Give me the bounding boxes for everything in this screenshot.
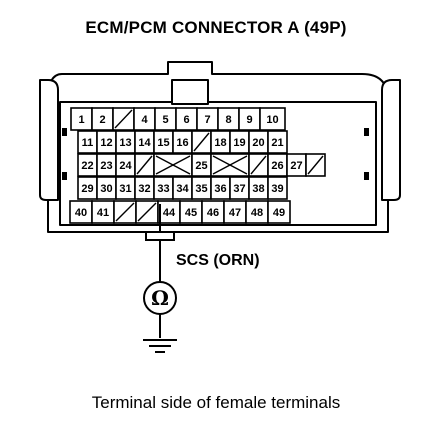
terminal-number: 19 (233, 137, 245, 149)
terminal-number: 12 (100, 137, 112, 149)
terminal-number: 26 (271, 160, 283, 172)
scs-wire (143, 204, 177, 353)
terminal-number: 39 (271, 183, 283, 195)
terminal-number: 14 (138, 137, 151, 149)
empty-slash-mark (307, 155, 324, 175)
terminal-number: 1 (78, 114, 84, 126)
housing-inner-frame (59, 101, 377, 226)
terminal-number: 32 (138, 183, 150, 195)
terminal-number: 7 (204, 114, 210, 126)
housing-left-clip (39, 79, 59, 201)
empty-slash-mark (136, 155, 153, 175)
terminal-cell-39 (267, 176, 288, 200)
terminal-number: 25 (195, 160, 207, 172)
diagram-caption: Terminal side of female terminals (91, 393, 341, 412)
terminal-number: 10 (266, 114, 278, 126)
terminal-number: 22 (81, 160, 93, 172)
side-mark (62, 172, 67, 180)
terminal-number: 15 (157, 137, 169, 149)
terminal-number: 8 (225, 114, 231, 126)
terminal-number: 34 (176, 183, 189, 195)
terminal-number: 41 (97, 207, 109, 219)
terminal-number: 23 (100, 160, 112, 172)
terminal-number: 33 (157, 183, 169, 195)
signal-label: SCS (ORN) (176, 252, 260, 269)
terminal-number: 4 (141, 114, 148, 126)
empty-slash-mark (114, 109, 133, 129)
terminal-number: 9 (246, 114, 252, 126)
terminal-number: 45 (185, 207, 197, 219)
terminal-number: 44 (163, 207, 176, 219)
side-mark (364, 128, 369, 136)
terminal-number: 6 (183, 114, 189, 126)
empty-cross-mark (212, 155, 248, 175)
empty-slash-mark (137, 202, 157, 222)
housing-right-clip (381, 79, 401, 201)
side-mark (364, 172, 369, 180)
terminal-cell-49 (267, 200, 291, 224)
terminal-number: 29 (81, 183, 93, 195)
terminal-cell-21 (267, 130, 288, 154)
terminal-number: 30 (100, 183, 112, 195)
terminal-number: 27 (290, 160, 302, 172)
terminal-number: 24 (119, 160, 132, 172)
terminal-number: 18 (214, 137, 226, 149)
terminal-number: 47 (229, 207, 241, 219)
terminal-number: 46 (207, 207, 219, 219)
terminal-number: 37 (233, 183, 245, 195)
ohm-icon: Ω (151, 286, 169, 310)
terminal-number: 2 (99, 114, 105, 126)
diagram-title: ECM/PCM CONNECTOR A (49P) (85, 18, 347, 37)
terminal-number: 49 (273, 207, 285, 219)
side-mark (62, 128, 67, 136)
empty-cross-mark (155, 155, 191, 175)
terminal-number: 38 (252, 183, 264, 195)
empty-slash-mark (193, 132, 210, 152)
terminal-number: 11 (82, 137, 94, 149)
probe-bracket (145, 232, 175, 241)
terminal-number: 21 (271, 137, 283, 149)
housing-top-tab (171, 79, 209, 105)
connector-housing (39, 61, 401, 233)
empty-terminal-marks (114, 109, 324, 222)
terminal-number: 36 (214, 183, 226, 195)
empty-slash-mark (115, 202, 135, 222)
terminal-number: 40 (75, 207, 87, 219)
side-marks (62, 128, 369, 180)
empty-slash-mark (250, 155, 267, 175)
terminal-number: 16 (176, 137, 188, 149)
terminal-number: 48 (251, 207, 263, 219)
terminal-number: 35 (195, 183, 207, 195)
terminal-number: 20 (252, 137, 264, 149)
terminal-number: 5 (162, 114, 168, 126)
terminal-number: 13 (119, 137, 131, 149)
terminal-cell-10 (259, 107, 286, 131)
terminal-number: 31 (119, 183, 131, 195)
